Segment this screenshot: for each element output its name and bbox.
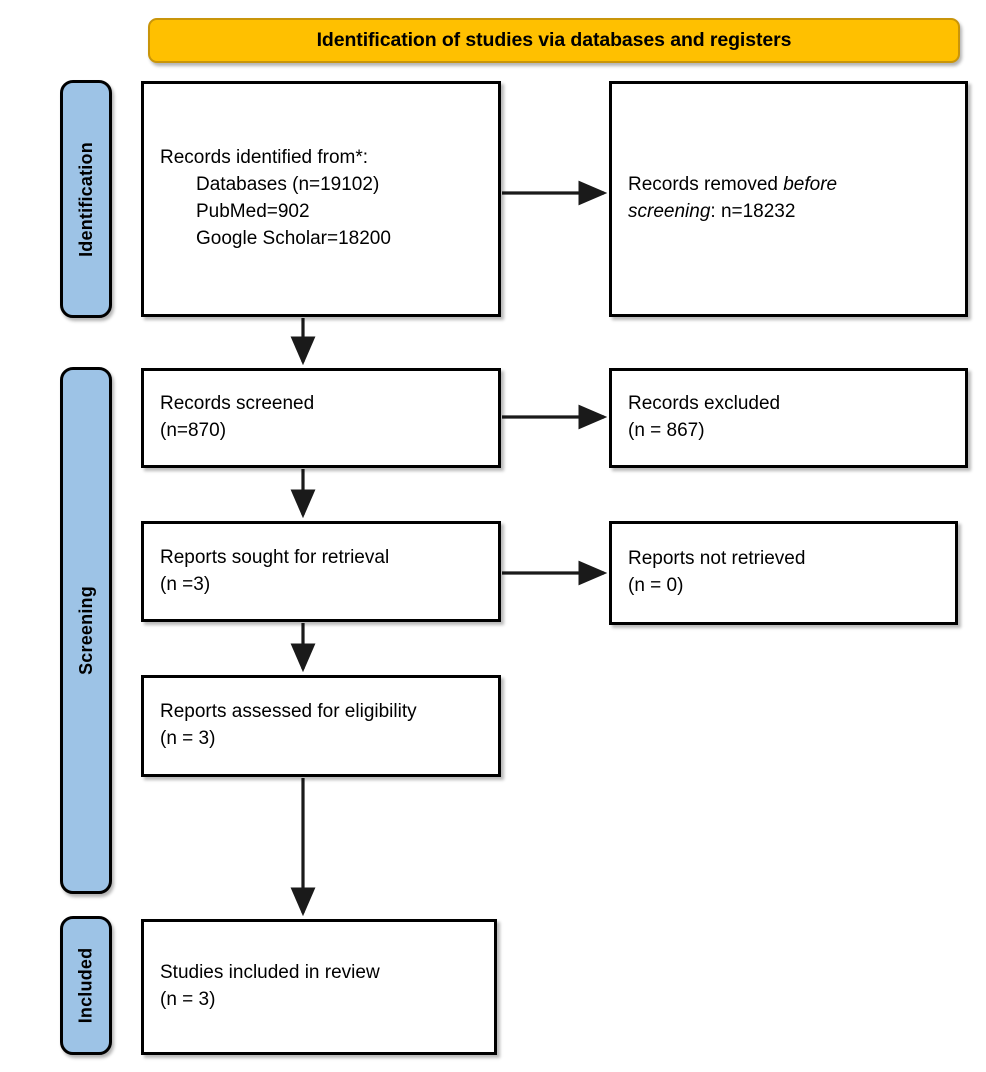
reports-not-retrieved-line-1: Reports not retrieved xyxy=(628,548,806,570)
reports-assessed-line-2: (n = 3) xyxy=(160,728,216,749)
box-records-excluded: Records excluded (n = 867) xyxy=(609,368,968,468)
records-screened-line-1: Records screened xyxy=(160,393,315,415)
reports-not-retrieved-line-2: (n = 0) xyxy=(628,575,684,596)
records-identified-line-3: PubMed=902 xyxy=(196,201,310,222)
box-reports-not-retrieved: Reports not retrieved (n = 0) xyxy=(609,521,958,625)
records-removed-text-b: : n=18232 xyxy=(710,201,796,222)
box-records-identified: Records identified from*: Databases (n=1… xyxy=(141,81,501,317)
box-records-screened: Records screened (n=870) xyxy=(141,368,501,468)
stage-bar-screening: Screening xyxy=(60,367,112,894)
reports-assessed-line-1: Reports assessed for eligibility xyxy=(160,701,417,723)
reports-sought-line-1: Reports sought for retrieval xyxy=(160,546,390,568)
diagram-title: Identification of studies via databases … xyxy=(316,29,792,51)
diagram-header-banner: Identification of studies via databases … xyxy=(148,18,960,63)
box-studies-included: Studies included in review (n = 3) xyxy=(141,919,497,1055)
studies-included-line-2: (n = 3) xyxy=(160,989,216,1010)
stage-bar-identification: Identification xyxy=(60,80,112,318)
studies-included-line-1: Studies included in review xyxy=(160,962,380,984)
box-records-removed: Records removed before screening: n=1823… xyxy=(609,81,968,317)
records-removed-line-1: Records removed before xyxy=(628,172,949,199)
records-identified-line-2: Databases (n=19102) xyxy=(196,174,380,196)
records-identified-line-4: Google Scholar=18200 xyxy=(196,227,391,249)
reports-sought-line-2: (n =3) xyxy=(160,573,211,595)
records-removed-line-2: screening: n=18232 xyxy=(628,199,949,226)
records-removed-em-before: before xyxy=(783,174,838,196)
records-screened-line-2: (n=870) xyxy=(160,420,227,441)
records-excluded-line-1: Records excluded xyxy=(628,393,781,415)
stage-label-screening: Screening xyxy=(75,586,96,675)
box-reports-assessed: Reports assessed for eligibility (n = 3) xyxy=(141,675,501,777)
stage-bar-included: Included xyxy=(60,916,112,1055)
records-excluded-line-2: (n = 867) xyxy=(628,420,705,441)
stage-label-included: Included xyxy=(75,947,96,1024)
records-identified-line-1: Records identified from*: xyxy=(160,147,369,169)
records-removed-em-screening: screening xyxy=(628,201,711,222)
records-removed-text-a: Records removed xyxy=(628,174,784,196)
stage-label-identification: Identification xyxy=(75,141,96,257)
box-reports-sought: Reports sought for retrieval (n =3) xyxy=(141,521,501,622)
